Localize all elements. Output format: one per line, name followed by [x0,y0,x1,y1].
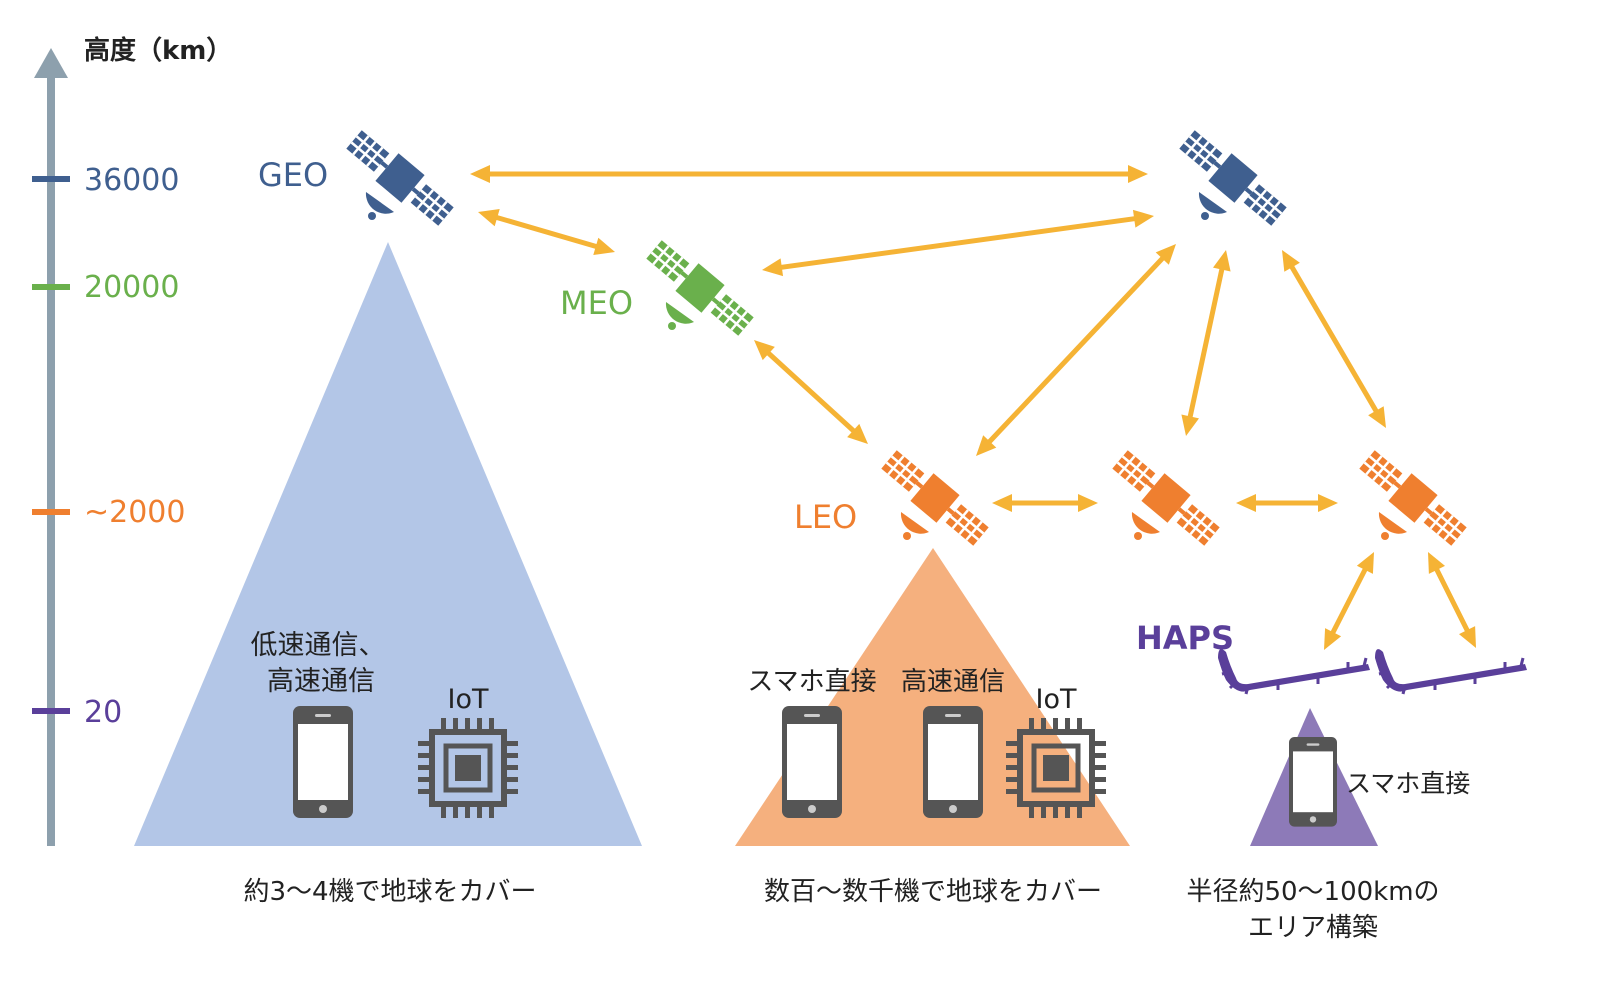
link-arrow-line [777,215,1139,271]
haps-direct-label: スマホ直接 [1346,769,1470,798]
haps-aircraft-icon [1375,649,1527,694]
arrow-head [976,435,997,456]
leo-direct-label: スマホ直接 [747,667,876,697]
smartphone-icon [923,706,983,818]
haps-label: HAPS [1136,619,1234,657]
meo-label: MEO [560,284,633,322]
arrow-head [1318,494,1338,512]
arrow-head [1236,494,1256,512]
tick-label-20000: 20000 [84,270,179,305]
satellite-icon [1354,444,1472,552]
link-arrow-line [492,214,601,250]
tick-label-2000: ~2000 [84,495,185,530]
haps-caption-line2: エリア構築 [1248,913,1378,943]
arrow-head [1282,250,1300,272]
arrow-head [1132,209,1154,228]
arrow-head [762,258,784,277]
satellite-icon [641,234,759,342]
satellite-icon [1174,124,1292,232]
arrow-head [1212,250,1231,272]
smartphone-icon [782,706,842,818]
arrow-head [1155,244,1176,265]
arrow-head [1181,414,1200,436]
arrow-head [1356,552,1374,574]
satellite-icon [1107,444,1225,552]
arrow-head [1428,552,1445,574]
arrow-head [593,237,615,256]
link-arrow-line [1186,265,1226,421]
arrow-head [478,208,500,227]
satellite-icon [876,444,994,552]
link-arrow-line [764,348,858,436]
geo-service-label-1: 低速通信、 [251,630,386,661]
tick-label-20: 20 [84,695,122,730]
leo-highspeed-label: 高速通信 [901,667,1005,697]
leo-label: LEO [794,498,857,536]
link-arrows [470,165,1476,650]
haps-caption-line1: 半径約50〜100kmの [1186,877,1439,907]
altitude-axis: 高度（km） 36000 20000 ~2000 20 [32,35,232,846]
haps-aircraft-icon [1218,649,1370,694]
link-arrow-line [985,253,1167,447]
arrow-head [847,423,868,444]
tick-mark-2000 [32,509,70,515]
link-arrow-line [1287,262,1381,416]
arrow-head [1368,406,1386,428]
tick-label-36000: 36000 [84,163,179,198]
tick-mark-20 [32,708,70,714]
leo-iot-label: IoT [1036,684,1077,715]
axis-title: 高度（km） [84,35,232,66]
arrow-head [992,494,1012,512]
arrow-head [470,165,490,183]
arrow-head [1459,626,1476,648]
leo-caption: 数百〜数千機で地球をカバー [764,877,1102,907]
geo-caption: 約3〜4機で地球をカバー [243,877,536,907]
smartphone-icon [1289,737,1337,827]
geo-iot-label: IoT [448,684,489,715]
geo-label: GEO [258,156,328,194]
arrow-head [1324,628,1342,650]
link-arrow-line [1432,565,1472,635]
tick-mark-36000 [32,176,70,182]
link-arrow-line [1329,565,1369,637]
arrow-head [1128,165,1148,183]
tick-mark-20000 [32,284,70,290]
smartphone-icon [293,706,353,818]
arrow-head [754,340,775,361]
arrow-head [1078,494,1098,512]
geo-service-label-2: 高速通信 [267,666,375,697]
geo-coverage-cone [134,242,642,846]
iot-chip-icon [418,718,518,818]
iot-chip-icon [1006,718,1106,818]
satellite-icon [341,124,459,232]
